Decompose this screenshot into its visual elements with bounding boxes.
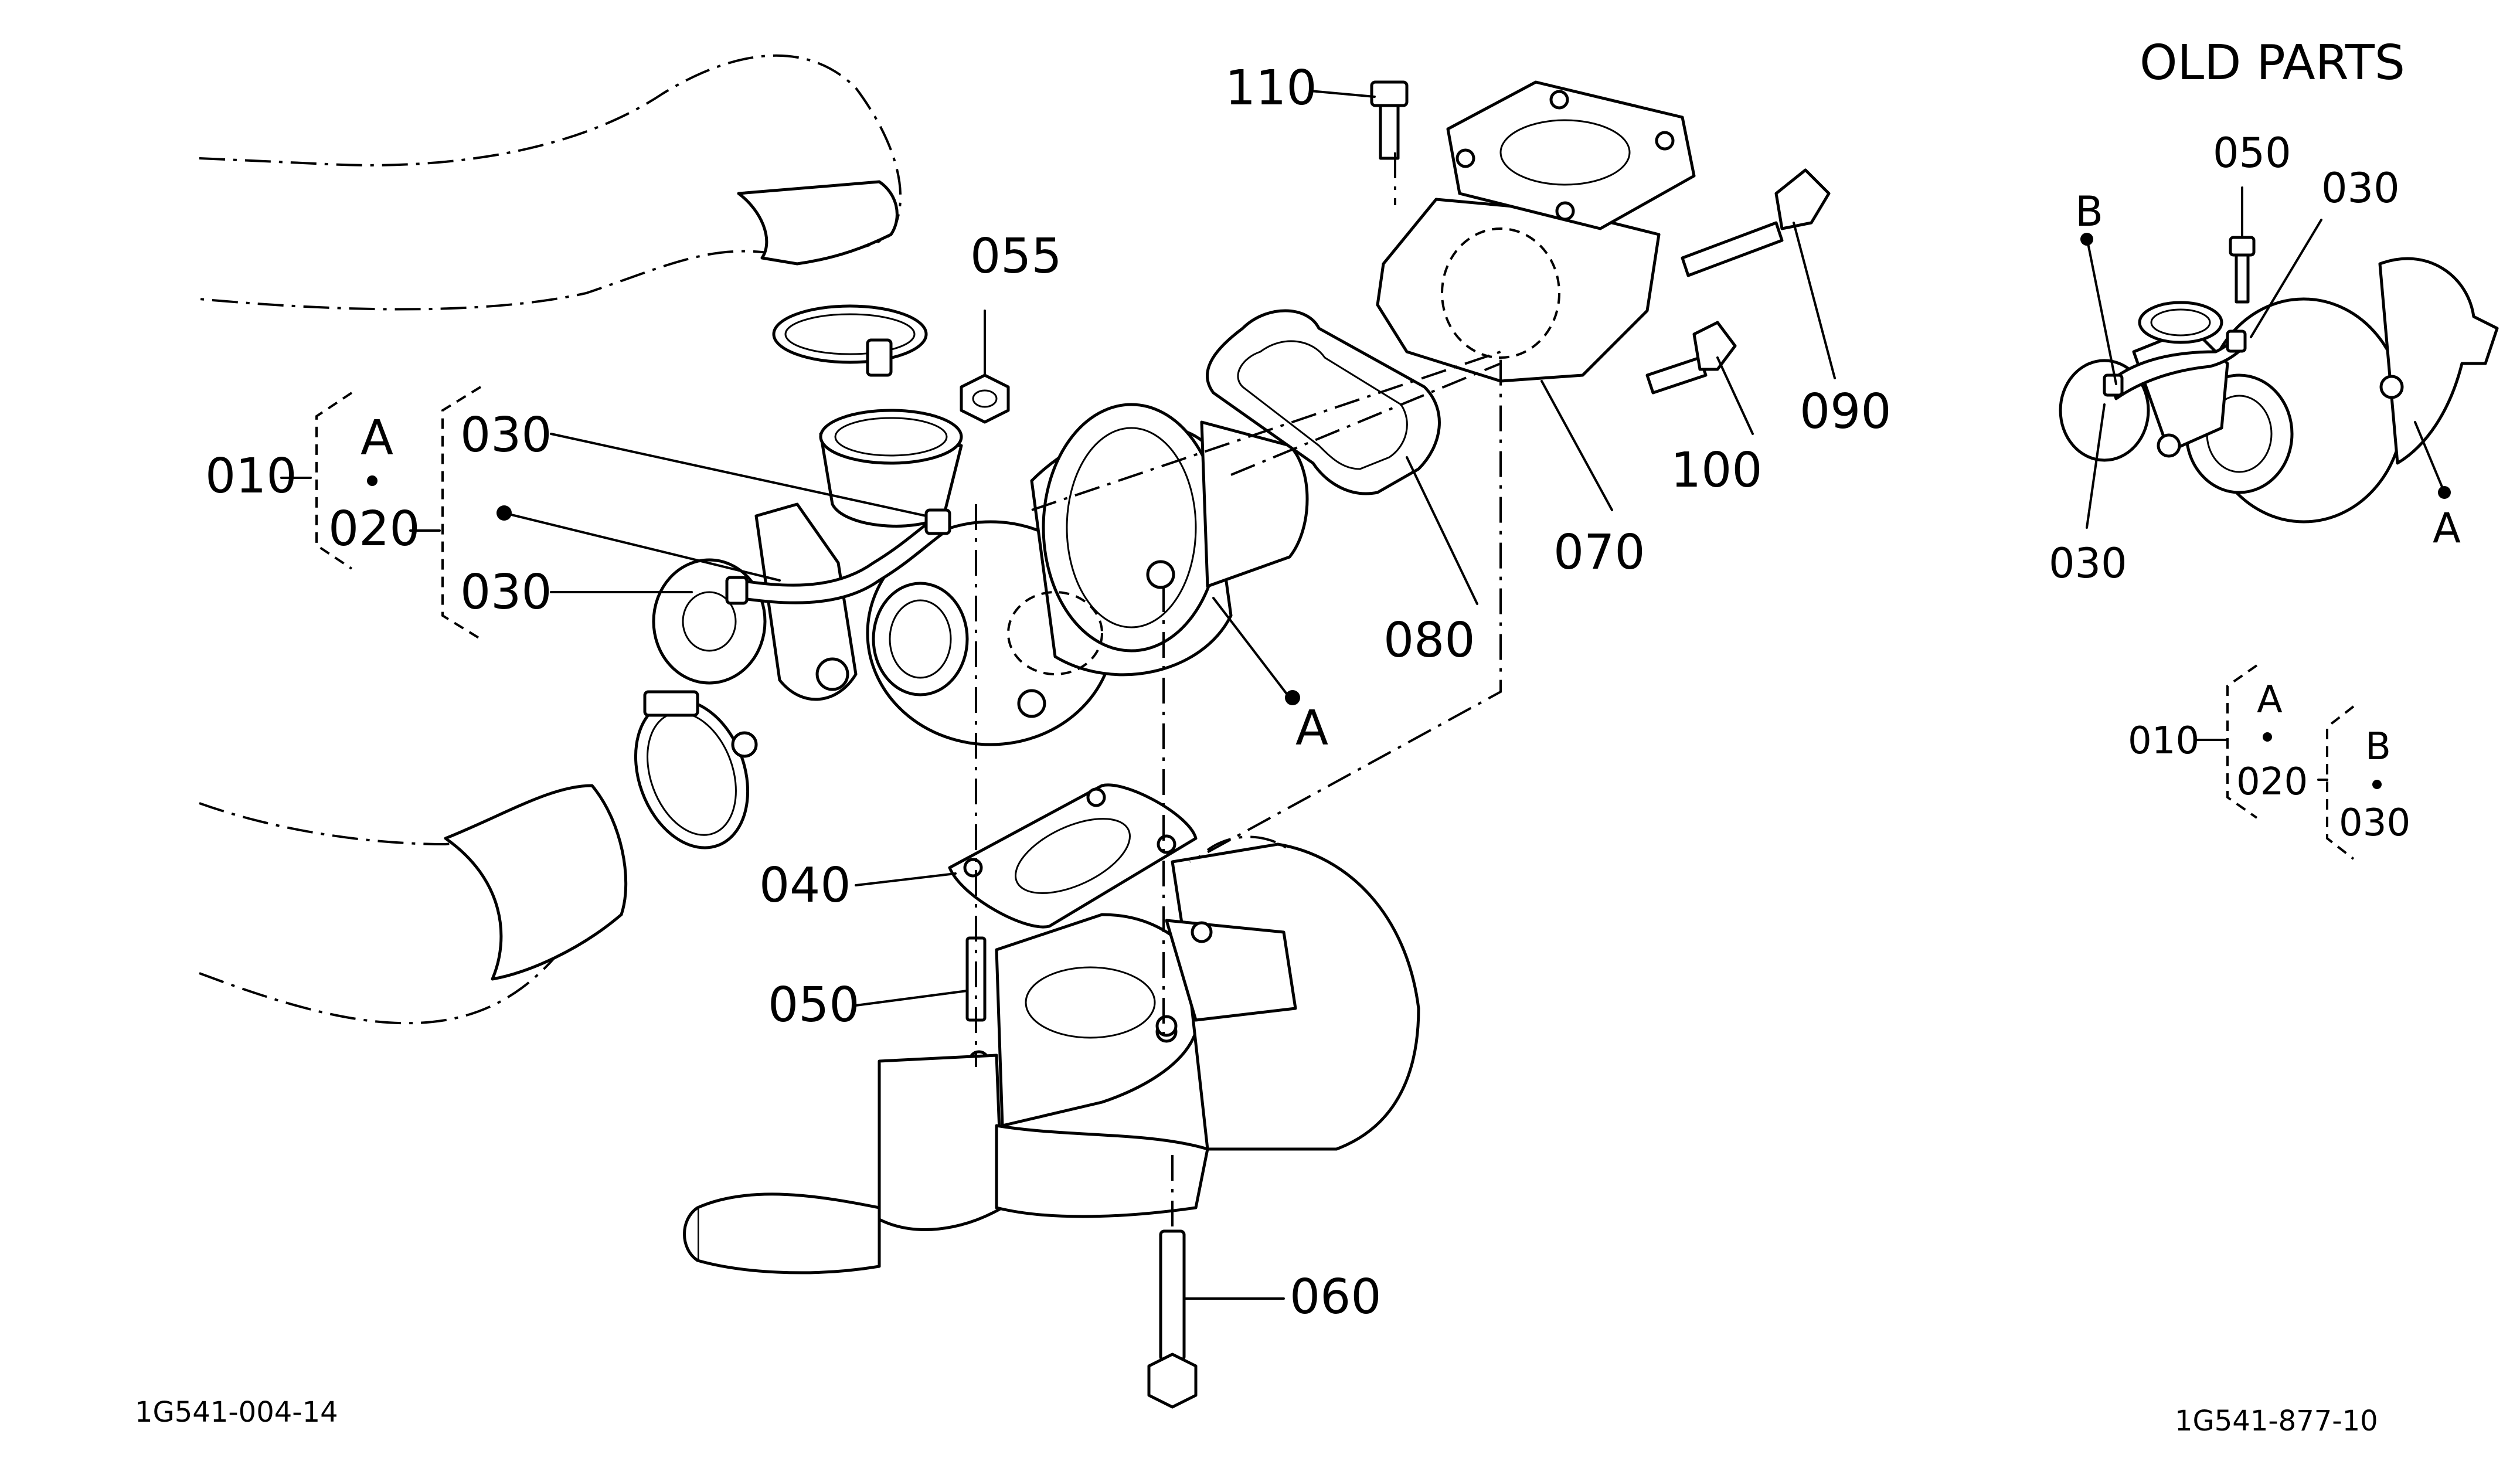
footer-right-code: 1G541-877-10 — [2175, 1405, 2378, 1438]
old-callout-ref-B: B — [2075, 188, 2103, 236]
old-parts-title: OLD PARTS — [2140, 35, 2405, 91]
callout-ref-A-main: A — [1295, 701, 1328, 756]
bolt-060 — [1147, 1229, 1198, 1409]
callout-ref-A-bracket: A — [361, 410, 393, 466]
old-callout-ref-A: A — [2433, 504, 2461, 552]
old-bolt-050 — [2229, 236, 2256, 304]
old-parts-leader-lines — [2086, 186, 2446, 529]
old-callout-030-bottom: 030 — [2049, 539, 2127, 587]
exhaust-manifold — [683, 835, 1420, 1275]
old-legend-ref-B: B — [2365, 725, 2391, 769]
nut-055 — [960, 373, 1010, 424]
gasket-080 — [1206, 309, 1441, 495]
hose-clamp-lower — [634, 690, 758, 849]
leader-lines — [280, 90, 1836, 1300]
old-legend-ref-A: A — [2257, 678, 2283, 722]
old-legend-020: 020 — [2236, 760, 2308, 804]
old-legend-dot-B — [2372, 780, 2382, 789]
intake-hose-lower — [199, 784, 628, 1025]
grouping-bracket-010 — [315, 392, 353, 570]
ref-dot-A-bracket — [367, 475, 378, 486]
callout-100: 100 — [1671, 443, 1763, 498]
ref-dot-A — [1285, 690, 1300, 705]
old-callout-050: 050 — [2213, 129, 2291, 177]
old-turbocharger-assembly — [2059, 257, 2499, 524]
bolt-100 — [1645, 321, 1737, 395]
callout-055: 055 — [970, 229, 1062, 284]
ref-dot-030 — [496, 505, 512, 521]
callout-060: 060 — [1290, 1269, 1382, 1325]
bolt-090 — [1681, 168, 1831, 277]
old-legend-dot-A — [2263, 732, 2272, 742]
callout-110: 110 — [1225, 60, 1317, 116]
callout-020: 020 — [328, 501, 420, 557]
old-legend-brackets — [2194, 664, 2355, 860]
old-callout-030-top: 030 — [2321, 164, 2400, 212]
gasket-040 — [948, 783, 1198, 929]
bolt-110 — [1370, 80, 1409, 160]
callout-090: 090 — [1800, 384, 1892, 440]
intake-hose-upper — [199, 54, 902, 311]
exhaust-elbow-070 — [1376, 80, 1696, 383]
callout-010: 010 — [205, 448, 297, 504]
old-legend-010: 010 — [2128, 719, 2199, 763]
callout-030-lower: 030 — [460, 565, 552, 620]
old-ref-dot-A — [2438, 486, 2451, 499]
callout-050: 050 — [768, 977, 860, 1033]
grouping-bracket-020 — [441, 386, 482, 640]
alignment-lines — [975, 152, 1502, 1231]
callout-040: 040 — [759, 858, 851, 913]
callout-070: 070 — [1553, 525, 1645, 580]
callout-080: 080 — [1383, 613, 1475, 668]
footer-left-code: 1G541-004-14 — [135, 1396, 338, 1429]
hose-clamp-upper — [772, 304, 928, 377]
turbocharger-assembly — [652, 403, 1309, 746]
old-ref-dot-B — [2080, 233, 2093, 246]
old-legend-030: 030 — [2339, 801, 2410, 845]
callout-030-upper: 030 — [460, 407, 552, 463]
